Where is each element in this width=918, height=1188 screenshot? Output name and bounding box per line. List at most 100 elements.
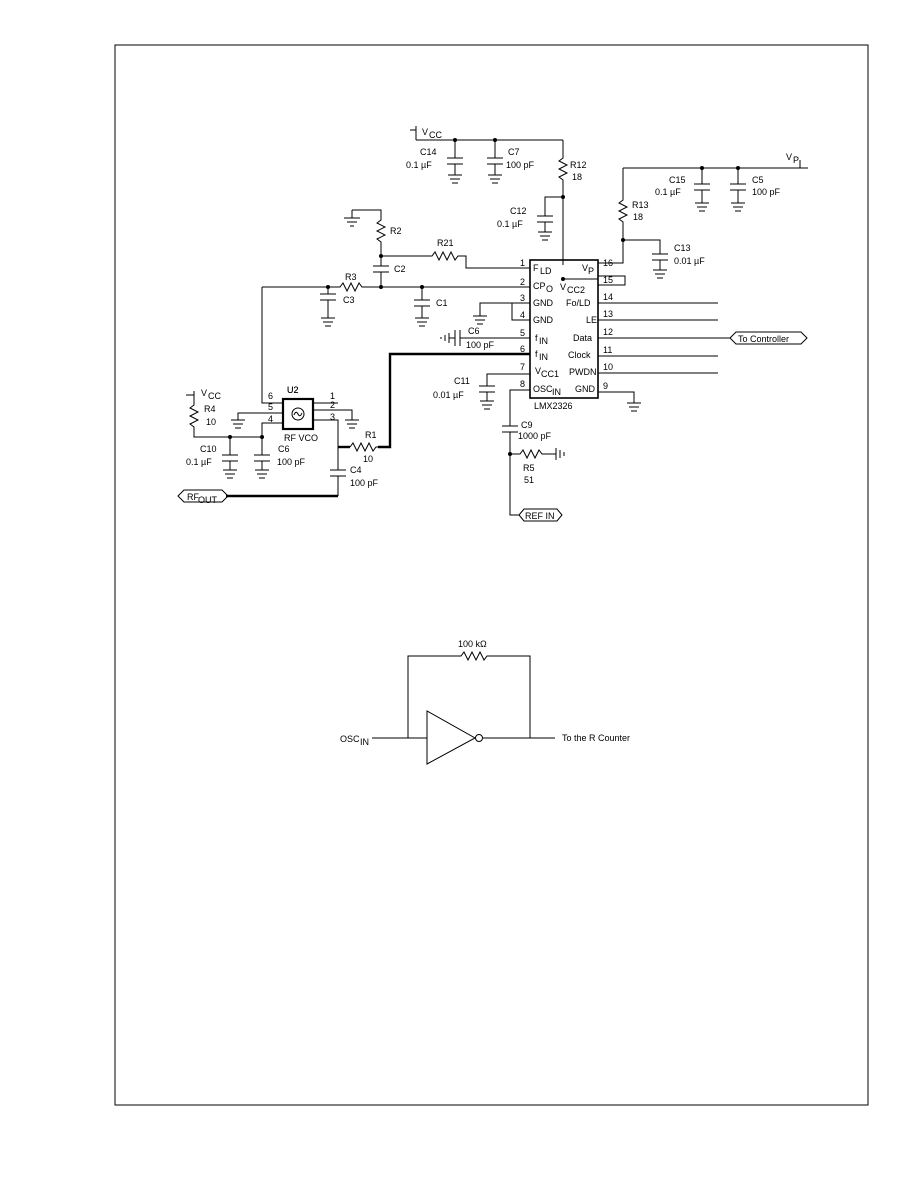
svg-text:PWDN: PWDN — [569, 367, 597, 377]
c8-value: 100 pF — [277, 457, 306, 467]
c9-value: 1000 pF — [518, 431, 552, 441]
c2-ref: C2 — [394, 264, 406, 274]
r-counter-label: To the R Counter — [562, 733, 630, 743]
svg-text:13: 13 — [603, 309, 613, 319]
svg-text:11: 11 — [603, 345, 612, 355]
r5-value: 51 — [524, 475, 534, 485]
svg-text:Clock: Clock — [568, 350, 591, 360]
r12-value: 18 — [572, 172, 582, 182]
vcc-top-label: V — [422, 127, 428, 137]
c13-ref: C13 — [674, 243, 691, 253]
c7-value: 100 pF — [506, 160, 535, 170]
r4-ref: R4 — [204, 404, 216, 414]
vco-symbol-icon — [291, 407, 305, 421]
r2-ref: R2 — [390, 226, 402, 236]
rf-vco-module — [281, 397, 315, 431]
c15-value: 0.1 µF — [655, 187, 681, 197]
r3-ref: R3 — [345, 272, 357, 282]
ic-name: LMX2326 — [534, 401, 573, 411]
svg-text:IN: IN — [360, 737, 369, 747]
svg-text:F: F — [533, 263, 539, 273]
r21-ref: R21 — [437, 238, 454, 248]
svg-text:16: 16 — [603, 258, 613, 268]
ref-in-port[interactable] — [518, 508, 563, 522]
svg-text:GND: GND — [575, 384, 596, 394]
ic-right-pins: 16 V P 15 V CC2 14 Fo/LD 13 LE 12 Data 1… — [560, 258, 730, 412]
osc-in-label: OSC — [340, 734, 360, 744]
svg-text:OSC: OSC — [533, 384, 553, 394]
svg-text:2: 2 — [330, 400, 335, 410]
svg-text:GND: GND — [533, 298, 554, 308]
svg-text:V: V — [560, 282, 566, 292]
oscillator-inverter-diagram: 100 kΩ OSC IN To the R Counter — [340, 639, 630, 765]
svg-text:f: f — [535, 349, 538, 359]
r5-ref: R5 — [523, 463, 535, 473]
rf-out-label: RF — [187, 492, 199, 502]
svg-text:P: P — [793, 155, 799, 165]
svg-text:9: 9 — [603, 381, 608, 391]
inverter-icon — [426, 710, 477, 765]
c5-ref: C5 — [752, 175, 764, 185]
svg-text:3: 3 — [330, 412, 335, 422]
c10-value: 0.1 µF — [186, 457, 212, 467]
u2-ref: U2 — [287, 385, 299, 395]
r1-value: 10 — [363, 454, 373, 464]
r1-ref: R1 — [365, 430, 377, 440]
c11-value: 0.01 µF — [433, 390, 464, 400]
r13-value: 18 — [633, 212, 643, 222]
svg-text:CC: CC — [429, 130, 442, 140]
svg-text:CC2: CC2 — [567, 285, 585, 295]
svg-text:f: f — [535, 333, 538, 343]
svg-text:LD: LD — [540, 266, 552, 276]
c12-value: 0.1 µF — [497, 219, 523, 229]
svg-text:7: 7 — [520, 362, 525, 372]
c14-ref: C14 — [420, 147, 437, 157]
to-controller-port[interactable] — [729, 331, 808, 345]
ic-left-pins: 1 F LD 2 CP O 3 GND 4 GND 5 f IN 6 f IN … — [520, 258, 561, 397]
svg-text:U2: U2 — [287, 385, 299, 395]
svg-text:LE: LE — [586, 315, 597, 325]
svg-text:2: 2 — [520, 277, 525, 287]
svg-text:CP: CP — [533, 281, 546, 291]
svg-text:1: 1 — [330, 391, 335, 401]
svg-text:14: 14 — [603, 292, 613, 302]
to-controller-label: To Controller — [738, 334, 789, 344]
c8-ref: C6 — [278, 444, 290, 454]
svg-text:GND: GND — [533, 315, 554, 325]
c4-ref: C4 — [350, 465, 362, 475]
c9-ref: C9 — [521, 420, 533, 430]
c1-ref: C1 — [436, 298, 448, 308]
svg-text:5: 5 — [268, 402, 273, 412]
c13-value: 0.01 µF — [674, 256, 705, 266]
svg-text:CC1: CC1 — [541, 369, 559, 379]
svg-text:Data: Data — [573, 333, 592, 343]
svg-text:15: 15 — [603, 275, 613, 285]
c4-value: 100 pF — [350, 478, 379, 488]
c3-ref: C3 — [343, 295, 355, 305]
svg-text:V: V — [582, 263, 588, 273]
u2-value: RF VCO — [284, 433, 318, 443]
feedback-resistor-label: 100 kΩ — [458, 639, 487, 649]
c6-ref: C6 — [468, 326, 480, 336]
svg-text:Fo/LD: Fo/LD — [566, 298, 591, 308]
svg-text:10: 10 — [603, 362, 613, 372]
svg-text:V: V — [535, 366, 541, 376]
c6-value: 100 pF — [466, 340, 495, 350]
svg-text:5: 5 — [520, 328, 525, 338]
rf-out-port[interactable] — [177, 489, 229, 503]
svg-text:8: 8 — [520, 379, 525, 389]
c11-ref: C11 — [454, 376, 470, 386]
r4-value: 10 — [206, 417, 216, 427]
svg-text:4: 4 — [268, 414, 273, 424]
svg-text:P: P — [588, 266, 594, 276]
c14-value: 0.1 µF — [406, 160, 432, 170]
c7-ref: C7 — [508, 147, 520, 157]
c5-value: 100 pF — [752, 187, 781, 197]
vcc-left-label: V — [201, 388, 207, 398]
svg-text:6: 6 — [268, 391, 273, 401]
r13-ref: R13 — [632, 200, 649, 210]
svg-text:CC: CC — [208, 391, 221, 401]
c10-ref: C10 — [200, 444, 217, 454]
svg-text:6: 6 — [520, 344, 525, 354]
